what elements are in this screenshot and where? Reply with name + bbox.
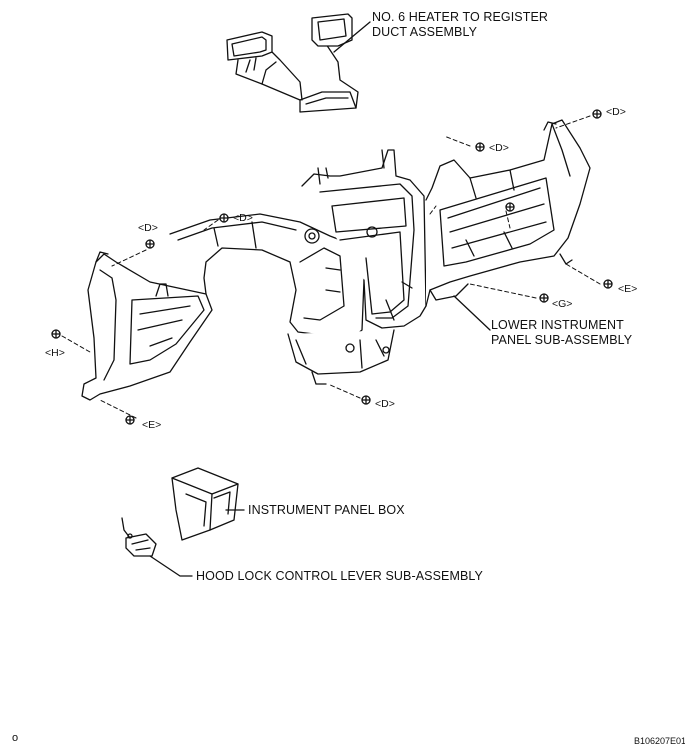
tag-d-left-lower: <D> [138, 222, 158, 234]
tag-d-left-upper: <D> [233, 212, 253, 224]
bolt-icon [603, 279, 613, 289]
hood-lever-drawing [121, 517, 157, 557]
panel-box-label: INSTRUMENT PANEL BOX [248, 503, 405, 517]
lower-panel-label: LOWER INSTRUMENT PANEL SUB-ASSEMBLY [491, 318, 632, 348]
lower-panel-label-line2: PANEL SUB-ASSEMBLY [491, 333, 633, 347]
lower-panel-label-line1: LOWER INSTRUMENT [491, 318, 624, 332]
bolt-icon [361, 395, 371, 405]
tag-g-right: <G> [552, 298, 573, 310]
bolt-icon [125, 415, 135, 425]
bolt-icon [51, 329, 61, 339]
bolt-icon [219, 213, 229, 223]
bolt-icon [592, 109, 602, 119]
heater-duct-label-line2: DUCT ASSEMBLY [372, 25, 478, 39]
panel-box-drawing [171, 467, 239, 541]
bolt-icon [145, 239, 155, 249]
tag-h-left: <H> [45, 347, 65, 359]
bolt-icon [382, 346, 390, 354]
heater-duct-drawing [226, 13, 359, 113]
tag-e-bottom-left: <E> [142, 419, 162, 431]
leader-hood-lever [149, 555, 193, 577]
bolt-icon [475, 142, 485, 152]
bolts [51, 109, 613, 425]
hood-lever-label: HOOD LOCK CONTROL LEVER SUB-ASSEMBLY [196, 569, 483, 583]
bolt-icon [539, 293, 549, 303]
corner-mark: o [12, 732, 19, 744]
leader-lower-panel [453, 295, 491, 331]
dashed-assembly-lines [61, 115, 601, 419]
lower-panel-drawing [81, 119, 591, 401]
bolt-icon [505, 202, 515, 212]
tag-d-top-right: <D> [606, 106, 626, 118]
figure-code: B106207E01 [634, 736, 685, 746]
heater-duct-label: NO. 6 HEATER TO REGISTER DUCT ASSEMBLY [372, 10, 548, 40]
leader-heater-duct [333, 21, 371, 53]
tag-d-upper-mid: <D> [489, 142, 509, 154]
tag-d-bottom: <D> [375, 398, 395, 410]
tag-e-right: <E> [618, 283, 638, 295]
heater-duct-label-line1: NO. 6 HEATER TO REGISTER [372, 10, 549, 24]
